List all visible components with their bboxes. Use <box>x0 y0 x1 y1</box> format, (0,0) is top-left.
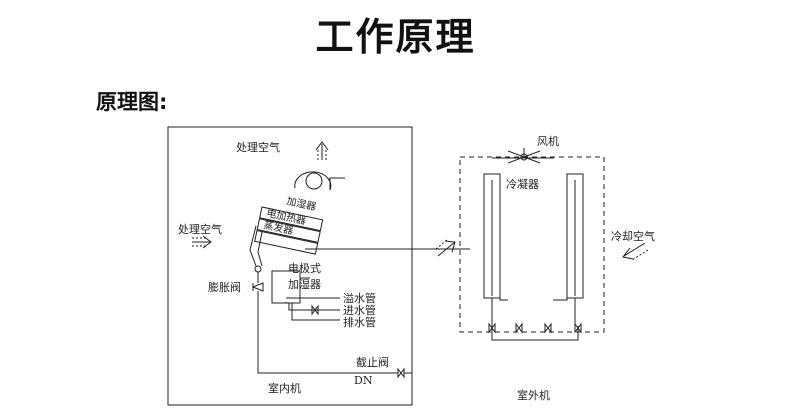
indoor-unit-label: 室内机 <box>268 381 301 395</box>
inlet-pipe-label: 进水管 <box>343 303 376 317</box>
electrode-label-1: 电极式 <box>288 261 321 275</box>
humidifier-block <box>259 206 324 232</box>
processed-air-top-label: 处理空气 <box>236 140 280 154</box>
diagram-subtitle: 原理图: <box>96 90 168 114</box>
centrifugal-fan-icon <box>294 171 345 191</box>
inlet-valve-icon <box>311 304 319 316</box>
heater-block <box>256 218 321 243</box>
outdoor-valve-1-icon <box>488 322 496 334</box>
fan-label: 风机 <box>537 134 559 148</box>
humidifier-label: 加湿器 <box>285 195 317 213</box>
outdoor-valve-4-icon <box>574 322 582 334</box>
outdoor-unit-label: 室外机 <box>517 388 550 402</box>
electrode-label-2: 加湿器 <box>288 278 321 291</box>
page-title: 工作原理 <box>315 15 476 59</box>
drain-pipe-label: 排水管 <box>343 315 376 329</box>
cooling-air-arrow-icon <box>622 242 646 260</box>
dn-label: DN <box>354 374 373 387</box>
outdoor-fan-icon <box>492 148 554 164</box>
stop-valve-icon <box>397 367 405 379</box>
junction-node <box>254 265 262 273</box>
overflow-pipe-label: 溢水管 <box>343 291 376 305</box>
outdoor-left-arrow-icon <box>437 240 456 257</box>
indoor-unit-box <box>167 126 413 406</box>
outdoor-unit-box <box>459 156 605 333</box>
outdoor-valve-2-icon <box>515 322 523 334</box>
processed-air-left-label: 处理空气 <box>178 222 222 236</box>
expansion-valve-label: 膨胀阀 <box>208 280 241 294</box>
stop-valve-label: 截止阀 <box>356 355 389 369</box>
condenser-label: 冷凝器 <box>506 177 539 191</box>
top-air-arrow-icon <box>315 141 329 160</box>
expansion-valve-icon <box>251 282 264 292</box>
outdoor-valve-3-icon <box>544 322 552 334</box>
cooling-air-label: 冷却空气 <box>611 229 655 243</box>
